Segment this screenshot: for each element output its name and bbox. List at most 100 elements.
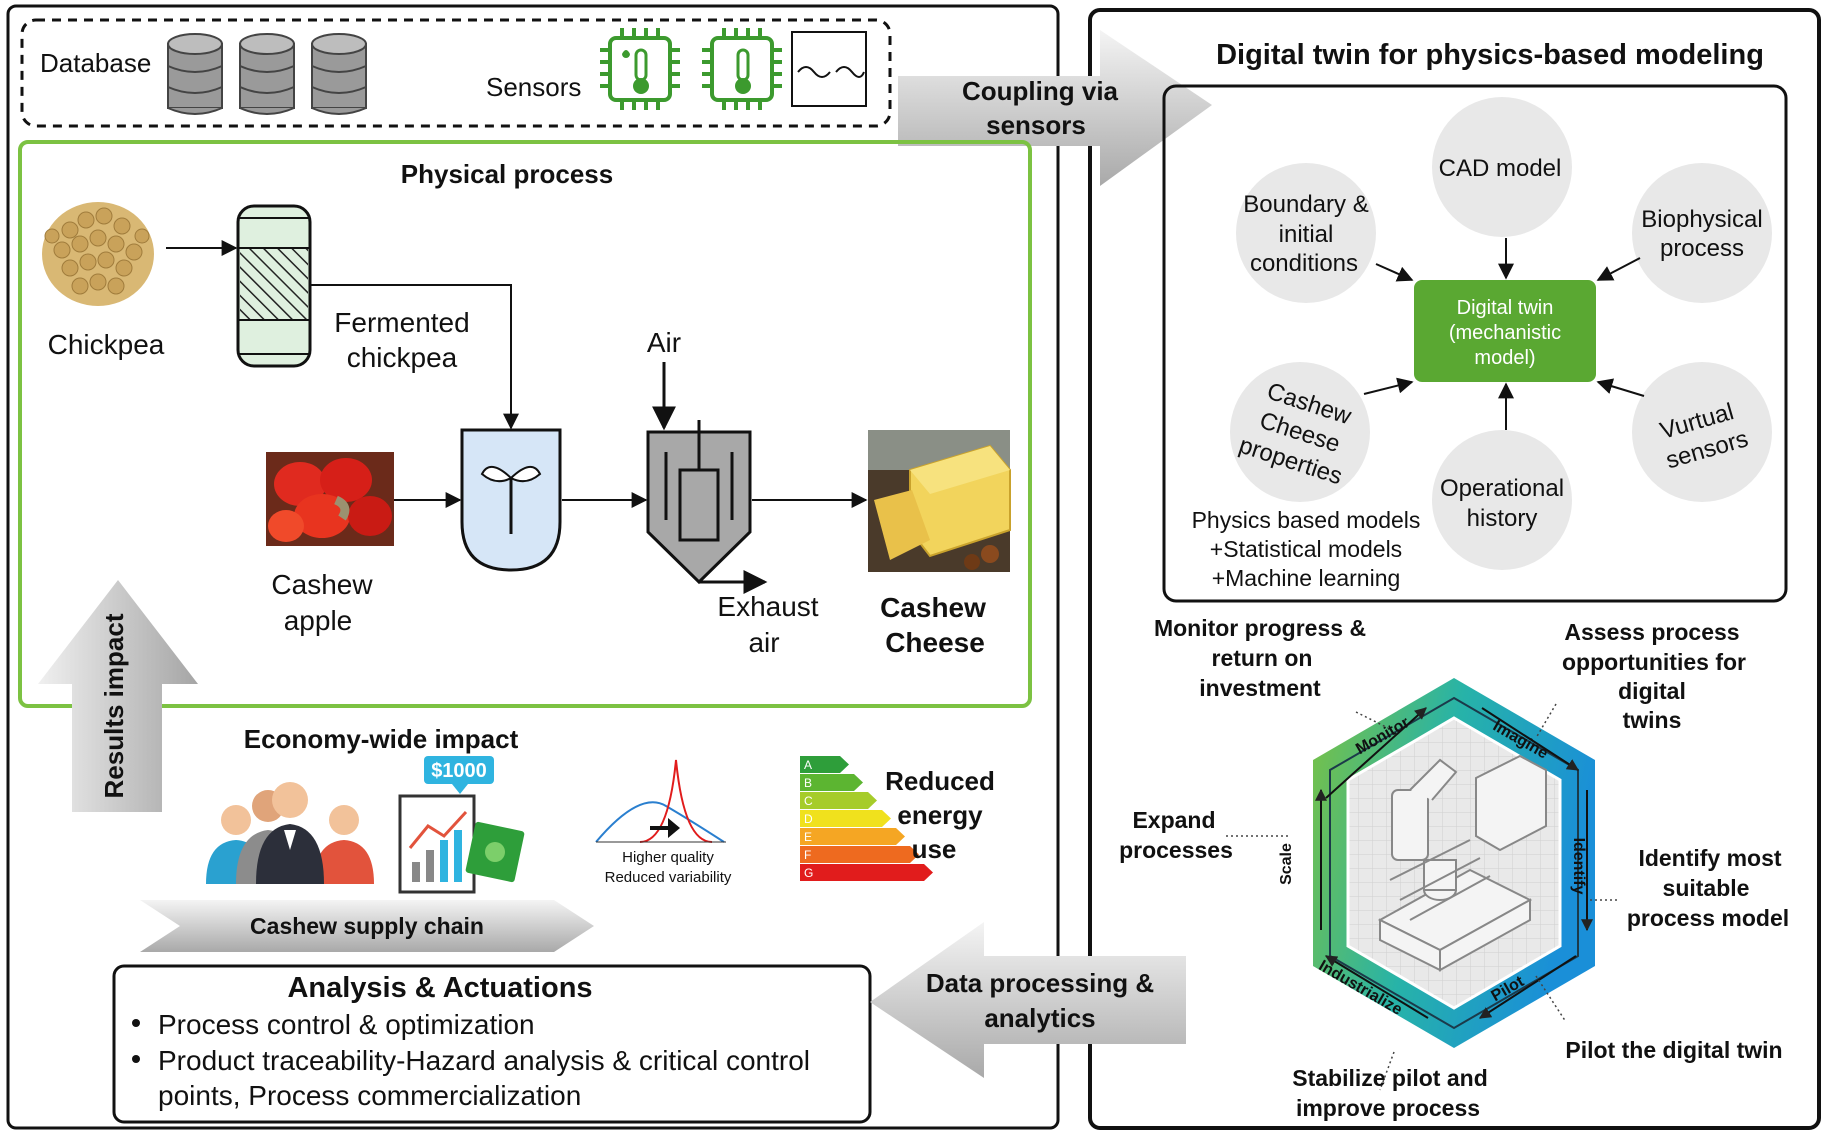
data-sources-box (20, 18, 892, 128)
data-processing-arrow (870, 922, 1186, 1078)
supply-chain-label: Cashew supply chain (250, 913, 484, 939)
boundary-label-line1: Boundary & (1243, 191, 1368, 218)
exhaust-label-line2: air (748, 627, 779, 658)
temperature-sensor-icon (600, 28, 680, 110)
cashew-cheese-label-line2: Cheese (885, 627, 985, 658)
temperature-sensor-icon (702, 28, 782, 110)
cashew-apple-image (266, 452, 394, 546)
cad-model-label: CAD model (1439, 155, 1562, 182)
fermented-flow-arrow (310, 284, 519, 430)
stabilize-callout-line1: Stabilize pilot and (1292, 1065, 1488, 1091)
callout-lines (1226, 703, 1620, 1091)
digital-twin-title: Digital twin for physics-based modeling (1216, 39, 1764, 71)
monitor-callout-line3: investment (1199, 675, 1321, 701)
exhaust-label-line1: Exhaust (717, 591, 818, 622)
fermented-label-line1: Fermented (334, 307, 469, 338)
distribution-curve-icon (595, 759, 726, 843)
financial-report-icon: $1000 (398, 756, 525, 894)
lifecycle-hexagon (1313, 678, 1595, 1048)
expand-callout-line1: Expand (1132, 807, 1215, 833)
database-icons (167, 33, 367, 115)
dryer-vessel (646, 420, 752, 585)
people-icon (206, 782, 374, 884)
energy-bar-a (800, 756, 849, 773)
fermenter-column (236, 204, 312, 368)
energy-bar-letter: C (804, 794, 813, 808)
identify-callout-line3: process model (1627, 905, 1789, 931)
boundary-to-twin-arrow (1375, 263, 1414, 282)
boundary-node (1236, 163, 1376, 303)
energy-bar-letter: D (804, 812, 813, 826)
monitor-callout-line1: Monitor progress & (1154, 615, 1366, 641)
energy-bar-letter: G (804, 866, 813, 880)
cashew-properties-node (1230, 362, 1370, 502)
bullet-dot (132, 1019, 140, 1027)
assess-callout-line3: digital (1618, 678, 1686, 704)
cad-model-node (1432, 97, 1572, 237)
energy-label-line3: use (912, 834, 957, 864)
coupling-arrow (898, 30, 1212, 186)
boundary-label-line2: initial (1279, 221, 1334, 248)
assess-callout-line1: Assess process (1564, 619, 1739, 645)
analysis-bullet2-line2: points, Process commercialization (158, 1080, 581, 1111)
center-label-line3: model) (1474, 347, 1535, 369)
data-arrow-line1: Data processing & (926, 968, 1154, 998)
chickpea-image (42, 202, 154, 306)
digital-twin-box (1162, 84, 1788, 603)
models-line3: +Machine learning (1212, 565, 1401, 591)
monitor-callout-line2: return on (1212, 645, 1313, 671)
energy-bar-letter: B (804, 776, 812, 790)
data-arrow-line2: analytics (984, 1003, 1095, 1033)
air-label: Air (647, 327, 681, 358)
analysis-bullet1: Process control & optimization (158, 1009, 535, 1040)
database-icon (167, 33, 223, 115)
operational-history-label-line1: Operational (1440, 475, 1564, 502)
cashew-apple-label-line2: apple (284, 605, 353, 636)
physical-process-box (18, 140, 1032, 708)
bio-to-twin-arrow (1596, 257, 1641, 281)
analysis-box (112, 964, 872, 1124)
energy-bar-letter: E (804, 830, 812, 844)
database-label: Database (40, 48, 151, 78)
fermented-label-line2: chickpea (347, 342, 458, 373)
identify-callout-line2: suitable (1663, 875, 1750, 901)
sensors-label: Sensors (486, 72, 581, 102)
digital-twin-center-node (1414, 280, 1596, 382)
coupling-arrow-line2: sensors (986, 110, 1086, 140)
virtual-sensors-node (1632, 362, 1772, 502)
economy-title: Economy-wide impact (244, 724, 519, 754)
physical-process-title: Physical process (401, 159, 613, 189)
energy-bar-letter: F (804, 848, 811, 862)
virtual-to-twin-arrow (1596, 378, 1645, 397)
chickpea-label: Chickpea (48, 329, 165, 360)
supply-chain-banner (140, 900, 594, 952)
database-icon (311, 33, 367, 115)
results-impact-label: Results impact (99, 613, 129, 798)
cashew-apple-label-line1: Cashew (271, 569, 373, 600)
models-line1: Physics based models (1192, 507, 1421, 533)
pilot-callout: Pilot the digital twin (1565, 1037, 1782, 1063)
left-panel-border (6, 4, 1060, 1130)
energy-bar-c (800, 792, 877, 809)
quality-label-line2: Reduced variability (605, 869, 732, 886)
center-label-line2: (mechanistic (1449, 322, 1561, 344)
biophysical-label-line2: process (1660, 235, 1744, 262)
right-panel-border (1088, 8, 1821, 1130)
bullet-dot (132, 1055, 140, 1063)
energy-bar-letter: A (804, 758, 812, 772)
models-line2: +Statistical models (1210, 536, 1402, 562)
energy-label-line2: energy (897, 800, 983, 830)
assess-callout-line2: opportunities for (1562, 649, 1746, 675)
cashew-cheese-image (868, 430, 1011, 572)
energy-label-line1: Reduced (885, 766, 995, 796)
expand-callout-line2: processes (1119, 837, 1233, 863)
assess-callout-line4: twins (1623, 707, 1682, 733)
lifecycle-ring-arrows (1315, 707, 1593, 1019)
energy-bar-f (800, 846, 919, 863)
energy-bar-b (800, 774, 863, 791)
coupling-arrow-line1: Coupling via (962, 76, 1119, 106)
cashew-to-twin-arrow (1363, 377, 1414, 395)
ring-label-identify: Identify (1570, 838, 1587, 895)
